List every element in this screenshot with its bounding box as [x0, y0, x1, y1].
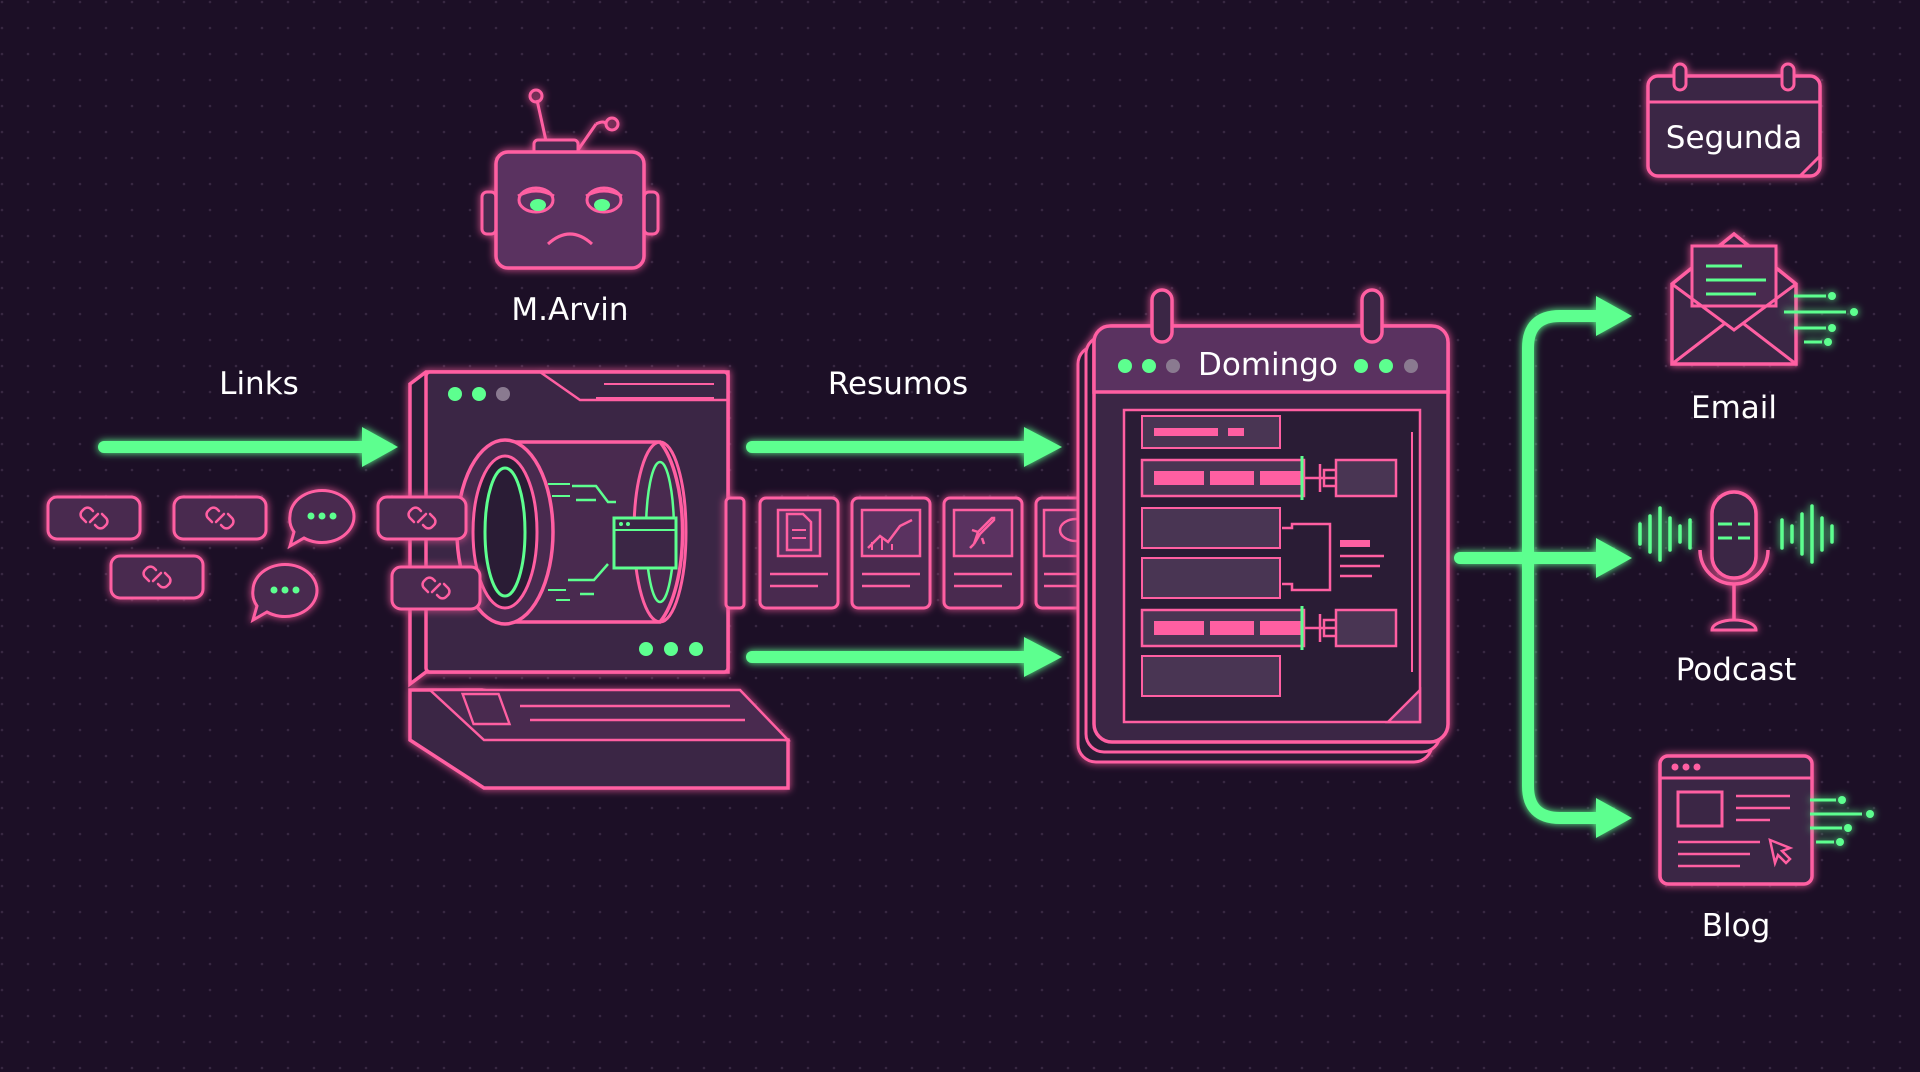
- email-speed-lines: [1784, 292, 1858, 346]
- laptop-icon: [408, 370, 791, 790]
- podcast-label: Podcast: [1676, 652, 1797, 688]
- document-icon: [776, 508, 822, 558]
- chart-icon: [860, 508, 922, 558]
- calendar-day-label: Segunda: [1666, 120, 1802, 156]
- chat-bubble-icon: [250, 563, 319, 624]
- microphone-icon: [1698, 490, 1770, 632]
- input-links-group: [46, 489, 356, 624]
- distribution-arrows: [1454, 296, 1632, 838]
- summary-card: [942, 496, 1024, 610]
- link-chip: [390, 565, 482, 611]
- resumos-arrow-bottom: [746, 637, 1062, 677]
- links-label: Links: [219, 366, 299, 402]
- summary-card: [758, 496, 840, 610]
- domingo-digest-panel: [1076, 288, 1450, 764]
- resumos-label: Resumos: [828, 366, 968, 402]
- link-chip: [46, 495, 142, 541]
- sound-wave-right: [1780, 504, 1834, 564]
- blog-speed-lines: [1810, 796, 1874, 846]
- domingo-label: Domingo: [1198, 347, 1338, 383]
- cursor-icon: [1768, 837, 1794, 868]
- summary-cards-group: [724, 496, 1102, 610]
- robot-icon: [480, 88, 660, 270]
- summary-card: [724, 496, 746, 610]
- chat-bubble-icon: [287, 489, 356, 550]
- envelope-icon: [1670, 231, 1798, 366]
- link-chip: [109, 554, 205, 600]
- resumos-arrow-top: [746, 427, 1062, 467]
- link-chip: [172, 495, 268, 541]
- calendar-icon: [1646, 62, 1822, 178]
- entering-links-group: [376, 495, 482, 611]
- link-chip: [376, 495, 468, 541]
- browser-icon: [1658, 754, 1814, 886]
- email-label: Email: [1691, 390, 1777, 426]
- blog-label: Blog: [1702, 908, 1771, 944]
- rocket-icon: [952, 508, 1014, 558]
- sound-wave-left: [1638, 506, 1692, 562]
- robot-name-label: M.Arvin: [511, 292, 628, 328]
- links-arrow: [98, 427, 398, 467]
- summary-card: [850, 496, 932, 610]
